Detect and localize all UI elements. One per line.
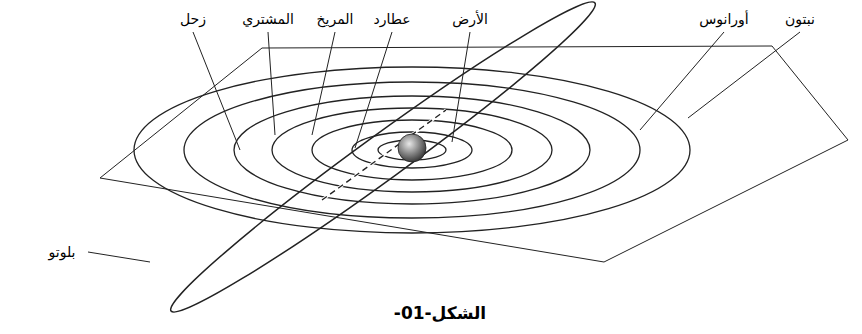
planet-label: بلوتو (47, 243, 78, 261)
planet-orbits (134, 67, 690, 233)
planet-label: عطارد (371, 10, 412, 28)
pluto-orbit-hidden-mask (322, 110, 446, 200)
figure-caption: الشكل-01- (392, 304, 488, 322)
planet-label: الأرض (450, 10, 490, 28)
planet-label: المشتري (240, 10, 296, 28)
planet-label: نبتون (783, 10, 817, 28)
leader-lines (88, 32, 800, 262)
planet-label: أورانوس (697, 10, 751, 28)
pluto-orbit-hidden (322, 110, 446, 200)
pluto-orbit (158, 0, 608, 329)
planet-label: زحل (178, 10, 208, 28)
sun (398, 134, 426, 162)
ecliptic-plane (100, 46, 848, 262)
planet-label: المريخ (315, 10, 356, 28)
